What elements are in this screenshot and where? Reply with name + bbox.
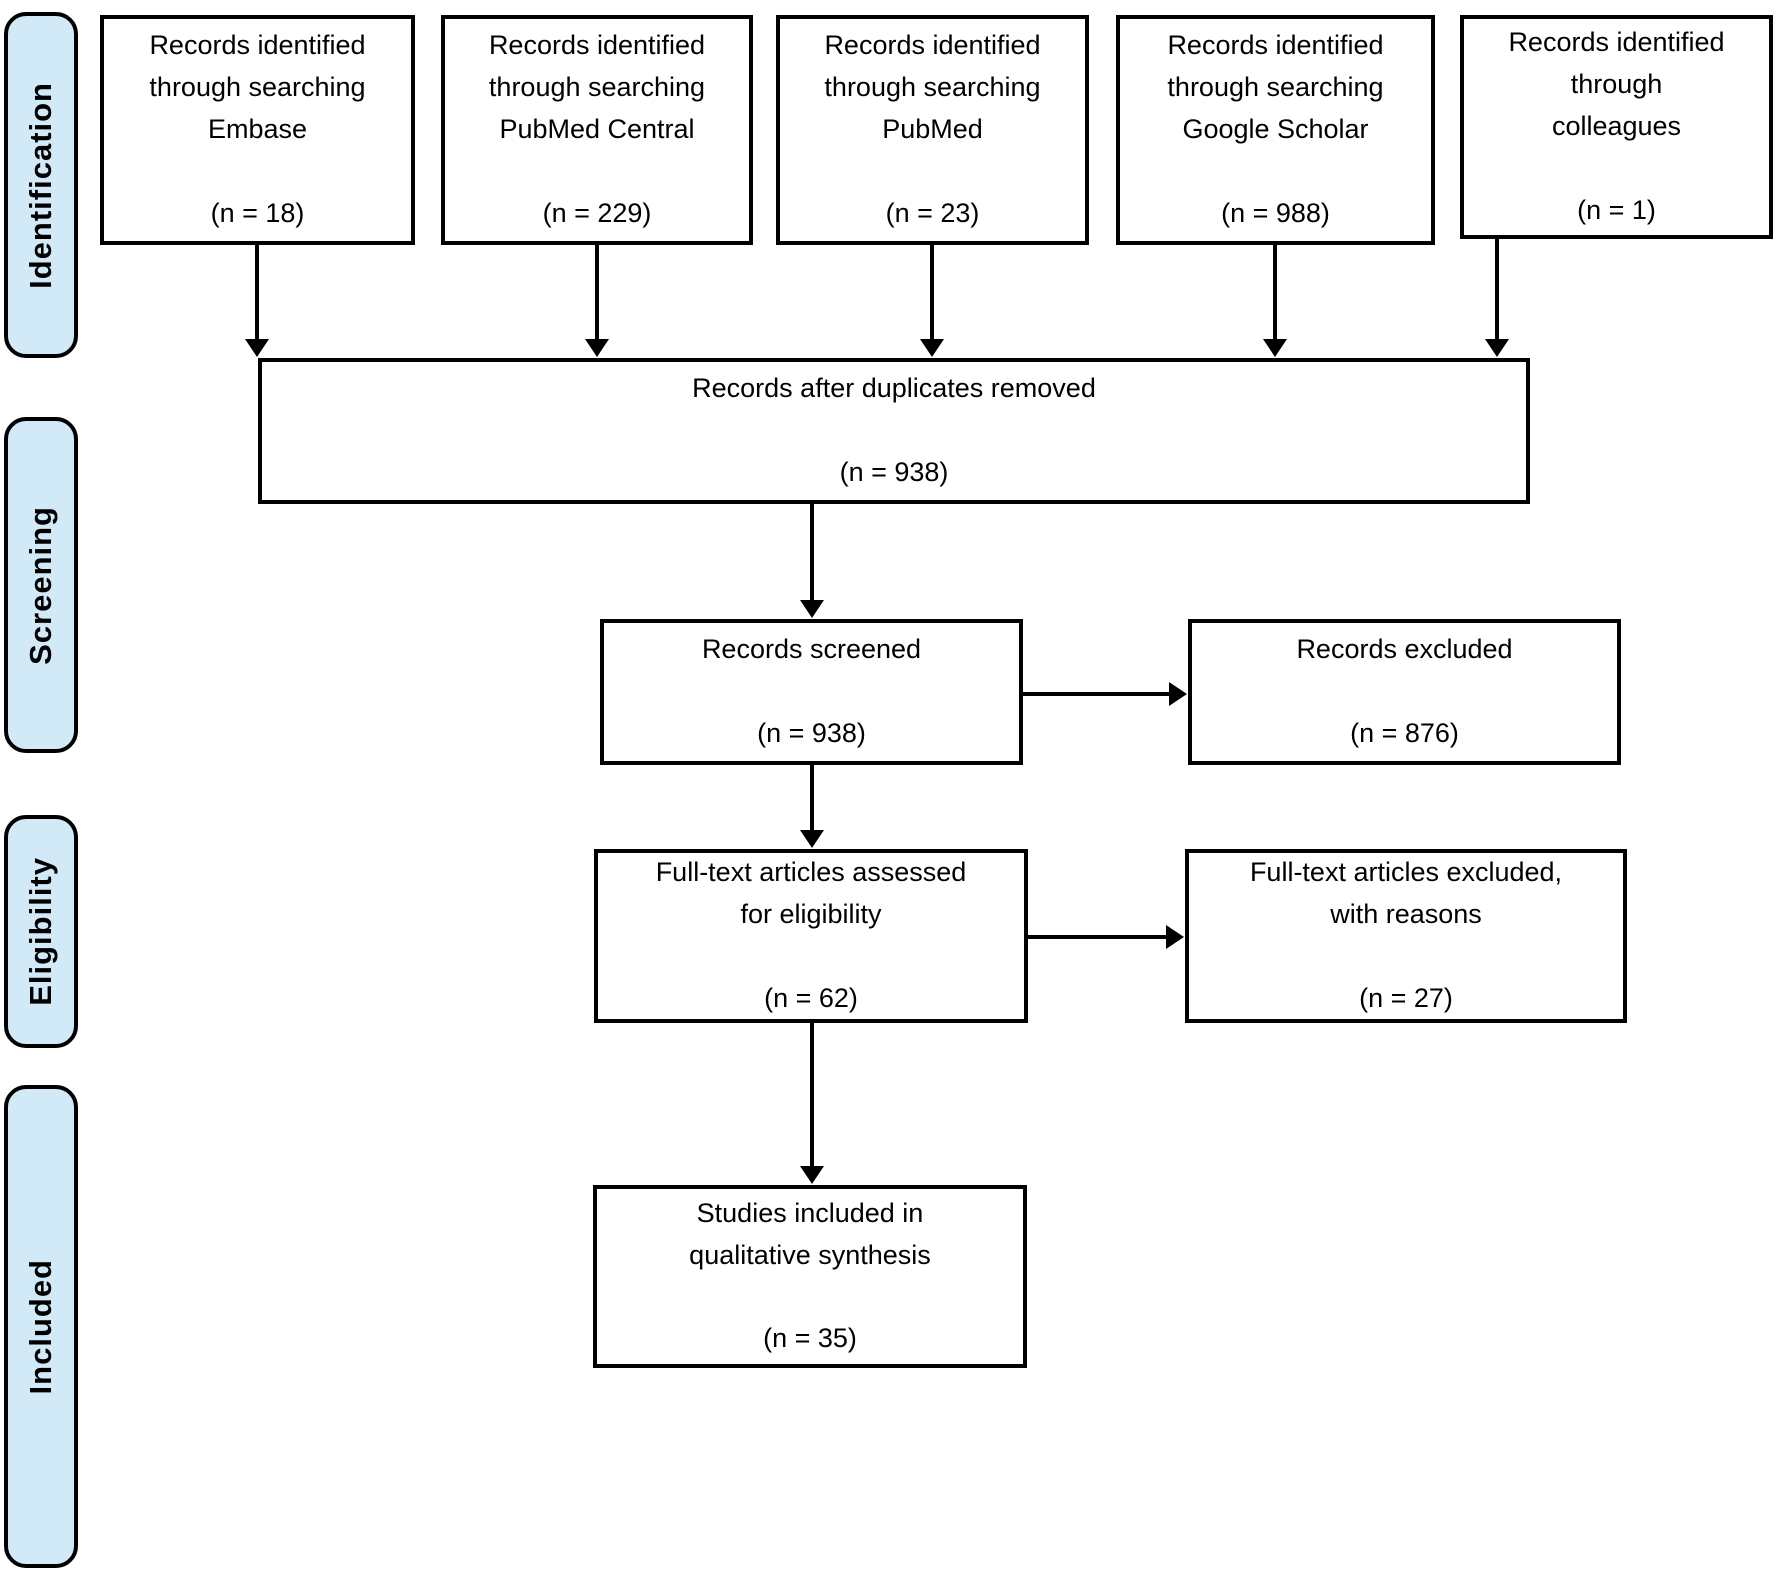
source-box-colleagues-label: Records identified through colleagues bbox=[1508, 27, 1725, 142]
records-excluded-box: Records excluded (n = 876) bbox=[1188, 619, 1621, 765]
studies-included-text: Studies included in qualitative synthesi… bbox=[681, 1151, 939, 1402]
studies-included-count: (n = 35) bbox=[763, 1323, 857, 1354]
source-box-pubmed-central-count: (n = 229) bbox=[542, 197, 652, 228]
source-box-pubmed-central: Records identified through searching Pub… bbox=[441, 15, 753, 245]
records-screened-count: (n = 938) bbox=[757, 717, 866, 748]
fulltext-excluded-count: (n = 27) bbox=[1359, 982, 1453, 1013]
stage-screening-label: Screening bbox=[23, 505, 58, 665]
source-box-google-scholar-text: Records identified through searching Goo… bbox=[1159, 0, 1391, 276]
arrow-google-scholar-to-duplicates bbox=[1263, 245, 1287, 357]
fulltext-excluded-box: Full-text articles excluded, with reason… bbox=[1185, 849, 1627, 1023]
source-box-embase-text: Records identified through searching Emb… bbox=[141, 0, 373, 276]
fulltext-assessed-label: Full-text articles assessed for eligibil… bbox=[655, 857, 967, 930]
source-box-embase-label: Records identified through searching Emb… bbox=[149, 30, 366, 145]
records-screened-box: Records screened (n = 938) bbox=[600, 619, 1023, 765]
studies-included-label: Studies included in qualitative synthesi… bbox=[689, 1197, 931, 1270]
arrow-colleagues-to-duplicates bbox=[1485, 239, 1509, 357]
stage-identification: Identification bbox=[4, 12, 78, 358]
source-box-pubmed-central-text: Records identified through searching Pub… bbox=[481, 0, 713, 276]
duplicates-removed-text: Records after duplicates removed (n = 93… bbox=[684, 326, 1104, 535]
fulltext-assessed-count: (n = 62) bbox=[764, 982, 858, 1013]
arrow-pubmed-central-to-duplicates bbox=[585, 245, 609, 357]
fulltext-excluded-text: Full-text articles excluded, with reason… bbox=[1242, 810, 1570, 1061]
source-box-pubmed-count: (n = 23) bbox=[885, 197, 980, 228]
source-box-colleagues-text: Records identified through colleagues (n… bbox=[1500, 0, 1732, 273]
stage-identification-label: Identification bbox=[23, 81, 58, 289]
arrow-pubmed-to-duplicates bbox=[920, 245, 944, 357]
source-box-pubmed-central-label: Records identified through searching Pub… bbox=[488, 30, 706, 145]
arrow-screened-to-excluded bbox=[1023, 682, 1187, 706]
source-box-embase: Records identified through searching Emb… bbox=[100, 15, 415, 245]
source-box-pubmed: Records identified through searching Pub… bbox=[776, 15, 1089, 245]
arrowhead-right-icon bbox=[1166, 925, 1184, 949]
stage-eligibility-label: Eligibility bbox=[23, 857, 58, 1006]
arrowhead-down-icon bbox=[1485, 339, 1509, 357]
records-excluded-count: (n = 876) bbox=[1350, 717, 1459, 748]
arrowhead-down-icon bbox=[800, 600, 824, 618]
records-screened-text: Records screened (n = 938) bbox=[694, 587, 929, 796]
source-box-google-scholar-label: Records identified through searching Goo… bbox=[1167, 30, 1384, 145]
fulltext-excluded-label: Full-text articles excluded, with reason… bbox=[1249, 857, 1563, 930]
arrowhead-down-icon bbox=[800, 1166, 824, 1184]
duplicates-removed-box: Records after duplicates removed (n = 93… bbox=[258, 358, 1530, 504]
arrowhead-down-icon bbox=[800, 830, 824, 848]
arrowhead-down-icon bbox=[585, 339, 609, 357]
records-screened-label: Records screened bbox=[701, 634, 922, 665]
stage-included-label: Included bbox=[23, 1258, 58, 1395]
records-excluded-text: Records excluded (n = 876) bbox=[1288, 587, 1520, 796]
fulltext-assessed-box: Full-text articles assessed for eligibil… bbox=[594, 849, 1028, 1023]
arrow-duplicates-to-screened bbox=[800, 504, 824, 618]
arrow-fulltext-to-included bbox=[800, 1023, 824, 1184]
duplicates-removed-label: Records after duplicates removed bbox=[692, 373, 1096, 404]
source-box-colleagues: Records identified through colleagues (n… bbox=[1460, 15, 1773, 239]
source-box-pubmed-text: Records identified through searching Pub… bbox=[816, 0, 1048, 276]
source-box-colleagues-count: (n = 1) bbox=[1577, 194, 1656, 225]
arrowhead-down-icon bbox=[920, 339, 944, 357]
studies-included-box: Studies included in qualitative synthesi… bbox=[593, 1185, 1027, 1368]
arrow-embase-to-duplicates bbox=[245, 245, 269, 357]
arrow-screened-to-fulltext bbox=[800, 765, 824, 848]
arrowhead-down-icon bbox=[1263, 339, 1287, 357]
arrow-fulltext-to-fulltext-excluded bbox=[1028, 925, 1184, 949]
stage-included: Included bbox=[4, 1085, 78, 1568]
source-box-embase-count: (n = 18) bbox=[210, 197, 305, 228]
records-excluded-label: Records excluded bbox=[1296, 634, 1513, 665]
arrowhead-right-icon bbox=[1169, 682, 1187, 706]
stage-eligibility: Eligibility bbox=[4, 815, 78, 1048]
source-box-google-scholar: Records identified through searching Goo… bbox=[1116, 15, 1435, 245]
source-box-pubmed-label: Records identified through searching Pub… bbox=[824, 30, 1041, 145]
duplicates-removed-count: (n = 938) bbox=[839, 456, 949, 487]
fulltext-assessed-text: Full-text articles assessed for eligibil… bbox=[648, 810, 975, 1061]
arrowhead-down-icon bbox=[245, 339, 269, 357]
stage-screening: Screening bbox=[4, 417, 78, 753]
source-box-google-scholar-count: (n = 988) bbox=[1221, 197, 1330, 228]
